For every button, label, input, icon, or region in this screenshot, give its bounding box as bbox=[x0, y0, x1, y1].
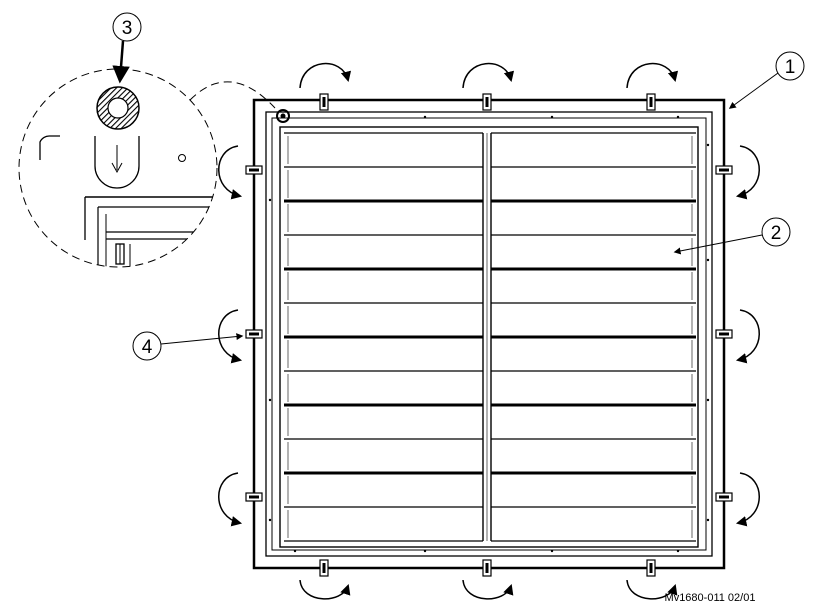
clip-notch bbox=[322, 97, 326, 107]
svg-text:3: 3 bbox=[122, 18, 133, 39]
callout-2: 2 bbox=[673, 217, 791, 255]
rotation-arrow bbox=[626, 63, 679, 89]
rotation-arrow bbox=[735, 309, 760, 364]
svg-text:1: 1 bbox=[785, 57, 796, 78]
drawing-reference: Mv1680-011 02/01 bbox=[665, 592, 756, 604]
rotation-arrow bbox=[462, 63, 515, 89]
callout-4: 4 bbox=[132, 331, 244, 361]
callout-3: 3 bbox=[112, 12, 142, 84]
svg-text:4: 4 bbox=[142, 337, 153, 358]
clip-notch bbox=[249, 495, 259, 499]
clip-notch bbox=[649, 97, 653, 107]
outer-frame bbox=[252, 98, 726, 570]
clip-notch bbox=[719, 495, 729, 499]
corner-fastener bbox=[276, 109, 290, 123]
clip-notch bbox=[649, 563, 653, 573]
callout-1: 1 bbox=[728, 51, 805, 109]
rotation-arrows bbox=[218, 63, 760, 600]
frame-screws bbox=[268, 115, 710, 553]
svg-text:2: 2 bbox=[771, 223, 782, 244]
rotation-arrow bbox=[218, 472, 243, 527]
clip-notch bbox=[485, 97, 489, 107]
rotation-arrow bbox=[626, 579, 678, 600]
clip-notch bbox=[719, 168, 729, 172]
rotation-arrow bbox=[299, 63, 352, 89]
rotation-arrow bbox=[462, 579, 514, 600]
rotation-arrow bbox=[735, 472, 760, 527]
rotation-arrow bbox=[218, 145, 243, 200]
clips bbox=[245, 93, 733, 577]
rotation-arrow bbox=[735, 145, 760, 200]
filter-panel bbox=[284, 132, 696, 542]
rotation-arrow bbox=[299, 579, 351, 600]
clip-notch bbox=[322, 563, 326, 573]
clip-notch bbox=[249, 168, 259, 172]
rotation-arrow bbox=[218, 309, 243, 364]
clip-notch bbox=[485, 563, 489, 573]
clip-notch bbox=[249, 332, 259, 336]
fastener-detail bbox=[18, 68, 276, 268]
clip-notch bbox=[719, 332, 729, 336]
